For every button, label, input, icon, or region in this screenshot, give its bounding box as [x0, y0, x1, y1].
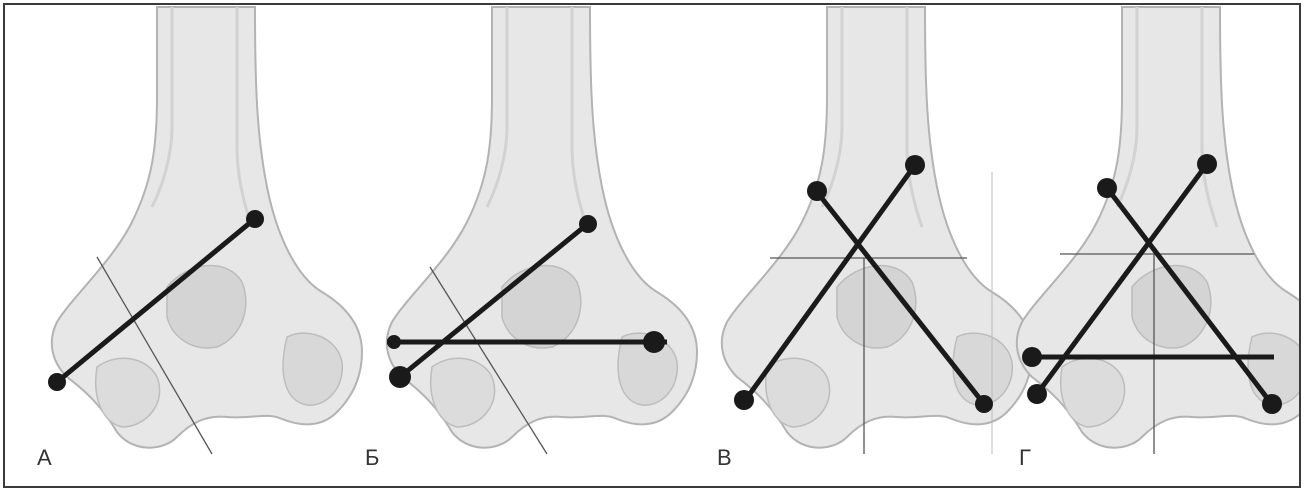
humerus-bone-a — [52, 7, 362, 448]
wire-end-v4 — [975, 395, 993, 413]
panel-label-v: В — [717, 445, 732, 471]
panel-v — [722, 7, 1032, 454]
wire-end-b4 — [579, 215, 597, 233]
wire-end-b1 — [387, 335, 401, 349]
wire-end-a1 — [48, 373, 66, 391]
wire-end-a2 — [246, 210, 264, 228]
wire-end-g2 — [1027, 384, 1047, 404]
wire-end-v1 — [734, 390, 754, 410]
panel-label-g: Г — [1019, 445, 1031, 471]
wire-end-b2 — [643, 331, 665, 353]
wire-end-v3 — [807, 181, 827, 201]
panel-label-b: Б — [365, 445, 379, 471]
wire-end-g1 — [1022, 347, 1042, 367]
wire-end-g3 — [1197, 154, 1217, 174]
humerus-bone-b — [387, 7, 697, 448]
panel-a — [48, 7, 362, 454]
panel-g — [1017, 7, 1299, 454]
wire-end-b3 — [389, 366, 411, 388]
wire-end-v2 — [905, 155, 925, 175]
humerus-bone-v — [722, 7, 1032, 448]
figure-canvas — [5, 5, 1299, 486]
panel-label-a: А — [37, 445, 52, 471]
panel-b — [387, 7, 697, 454]
figure-frame: А Б В Г — [3, 3, 1301, 488]
wire-end-g4 — [1097, 178, 1117, 198]
wire-end-g5 — [1262, 394, 1282, 414]
